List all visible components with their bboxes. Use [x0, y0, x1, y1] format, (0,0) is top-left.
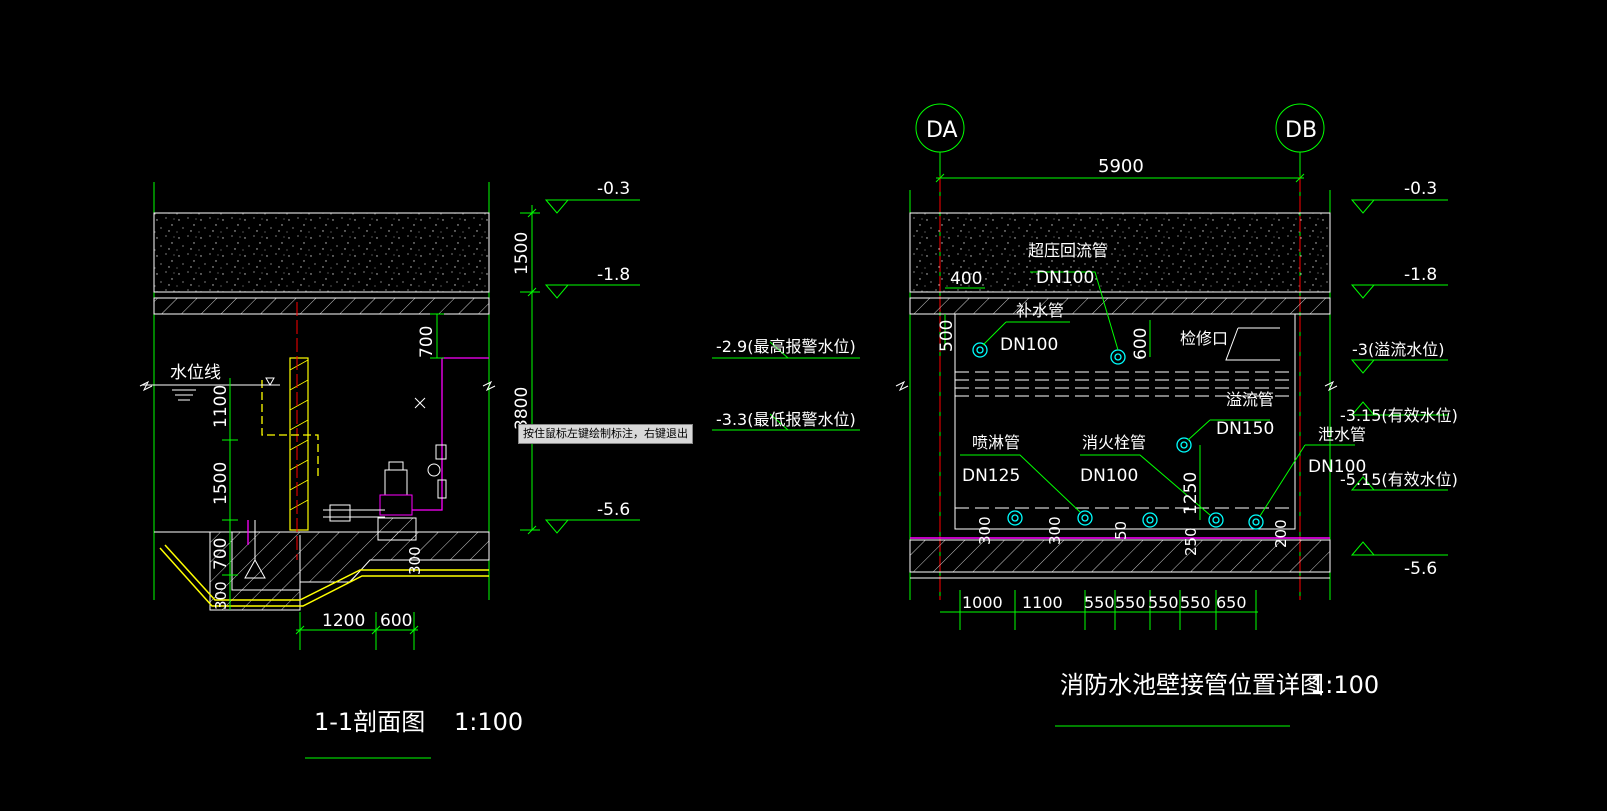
- local-dim-300-a: 300: [976, 516, 994, 545]
- pipe-name-0: 超压回流管: [1028, 241, 1108, 260]
- pipe-name-3: 喷淋管: [972, 433, 1020, 452]
- status-tooltip: 按住鼠标左键绘制标注，右键退出: [518, 424, 693, 444]
- local-dim-400: 400: [950, 269, 982, 289]
- pipe-name-5: 泄水管: [1318, 425, 1366, 444]
- axis-db: DB: [1285, 118, 1317, 143]
- pipe-name-4: 消火栓管: [1082, 433, 1146, 452]
- bottom-dim-5: 550: [1180, 593, 1211, 612]
- pipe-size-4: DN100: [1080, 466, 1138, 486]
- bottom-dim-1: 1100: [1022, 593, 1063, 612]
- elev-left-2: -5.6: [597, 500, 630, 520]
- local-dim-600: 600: [1131, 328, 1151, 360]
- pipe-size-3: DN125: [962, 466, 1020, 486]
- pipe-name-1: 补水管: [1016, 301, 1064, 320]
- soil-layer: [153, 212, 490, 293]
- alarm-high: -2.9(最高报警水位): [716, 337, 856, 356]
- local-dim-500: 500: [937, 320, 957, 352]
- dim-1500-top: 1500: [512, 232, 532, 275]
- bottom-dim-6: 650: [1216, 593, 1247, 612]
- wall-scale: 1:100: [1310, 671, 1379, 699]
- span-dim: 5900: [1098, 156, 1144, 177]
- elev-left-0: -0.3: [597, 179, 630, 199]
- elevation-markers-right: [1350, 199, 1448, 556]
- pump-icon: [323, 461, 417, 541]
- pipe-size-5: DN100: [1308, 457, 1366, 477]
- inspection-label: 检修口: [1180, 329, 1228, 348]
- section-view: 水位线 1500: [139, 179, 860, 759]
- dim-700-top: 700: [417, 326, 437, 358]
- inspection-opening: [1225, 327, 1280, 361]
- elevation-markers-left: [544, 199, 640, 534]
- dim-300-left: 300: [212, 581, 230, 610]
- bottom-dim-0: 1000: [962, 593, 1003, 612]
- pipe-size-0: DN100: [1036, 268, 1094, 288]
- elev-right-1: -1.8: [1404, 265, 1437, 285]
- floor-slab-right: [909, 539, 1331, 573]
- pipe-size-2: DN150: [1216, 419, 1274, 439]
- roof-slab: [153, 297, 490, 315]
- alarm-low: -3.3(最低报警水位): [716, 410, 856, 429]
- elev-right-4: -5.15(有效水位): [1340, 470, 1458, 489]
- local-dim-250: 250: [1182, 527, 1200, 556]
- local-dim-200: 200: [1272, 519, 1290, 548]
- sump-pit: [164, 544, 489, 601]
- dim-chain-right: [520, 205, 540, 535]
- water-line-label: 水位线: [170, 363, 221, 383]
- roof-slab-right: [909, 297, 1331, 315]
- dim-1200: 1200: [322, 611, 365, 631]
- bottom-dim-4: 550: [1148, 593, 1179, 612]
- elev-left-1: -1.8: [597, 265, 630, 285]
- dim-300-right: 300: [406, 546, 424, 575]
- dim-1100: 1100: [211, 385, 231, 428]
- dim-600: 600: [380, 611, 412, 631]
- pipe-size-1: DN100: [1000, 335, 1058, 355]
- dim-1500-mid: 1500: [211, 462, 231, 505]
- elev-right-2: -3(溢流水位): [1352, 340, 1444, 359]
- pipe-name-2: 溢流管: [1226, 390, 1274, 409]
- dim-3800: 3800: [512, 387, 532, 430]
- pipe-markers: [972, 342, 1264, 530]
- wall-view: DA DB 5900: [895, 103, 1458, 727]
- elev-right-3: -3.15(有效水位): [1340, 406, 1458, 425]
- local-dim-50: 50: [1112, 521, 1130, 540]
- inner-wall: [289, 357, 309, 531]
- wall-title: 消防水池壁接管位置详图: [1060, 671, 1324, 699]
- section-title: 1-1剖面图: [314, 708, 425, 736]
- section-scale: 1:100: [454, 708, 523, 736]
- elev-right-5: -5.6: [1404, 559, 1437, 579]
- soil-layer-right: [909, 212, 1331, 293]
- dim-700-bottom: 700: [211, 538, 231, 570]
- bottom-dim-3: 550: [1115, 593, 1146, 612]
- local-dim-300-b: 300: [1046, 516, 1064, 545]
- axis-da: DA: [926, 118, 958, 143]
- bottom-dim-2: 550: [1084, 593, 1115, 612]
- elev-right-0: -0.3: [1404, 179, 1437, 199]
- local-dim-1250: 1250: [1181, 472, 1201, 515]
